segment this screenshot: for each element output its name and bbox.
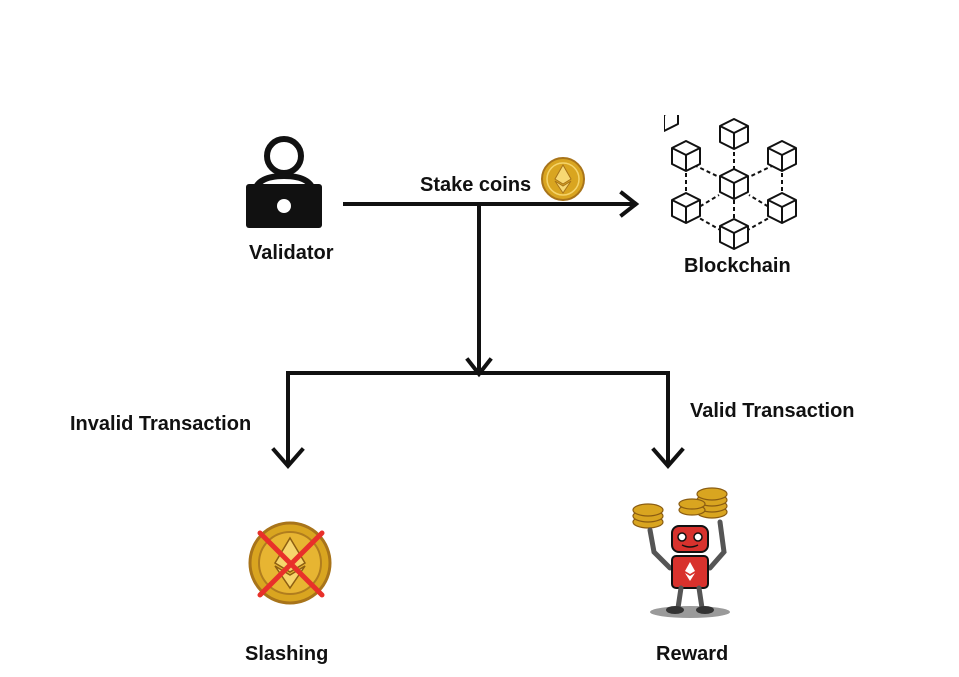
stake-arrowhead bbox=[619, 190, 640, 218]
reward-label: Reward bbox=[656, 643, 729, 665]
invalid-transaction-label: Invalid Transaction bbox=[70, 413, 252, 435]
robot-holding-coins-icon bbox=[632, 487, 730, 618]
stake-coins-label: Stake coins bbox=[420, 174, 532, 196]
eth-coin-icon bbox=[541, 157, 585, 201]
crossed-eth-coin-icon bbox=[248, 521, 332, 605]
blockchain-cubes-icon bbox=[664, 115, 797, 250]
validator-laptop-icon bbox=[246, 136, 322, 228]
slashing-label: Slashing bbox=[245, 643, 329, 665]
invalid-arrowhead bbox=[271, 447, 305, 470]
validator-label: Validator bbox=[249, 242, 334, 264]
valid-arrowhead bbox=[651, 447, 685, 470]
valid-transaction-label: Valid Transaction bbox=[690, 400, 855, 422]
blockchain-label: Blockchain bbox=[684, 255, 791, 277]
